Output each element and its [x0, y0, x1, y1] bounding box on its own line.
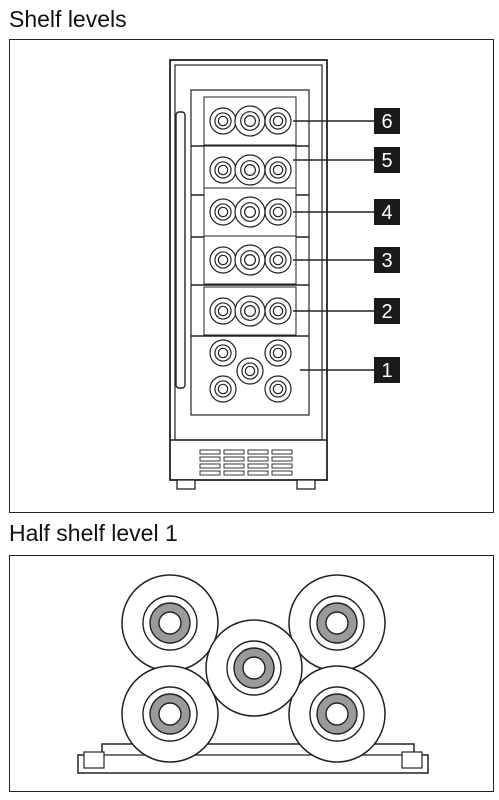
bottle-cork: [244, 114, 257, 127]
shelf-row-half: [209, 339, 292, 403]
vent-slot: [271, 449, 293, 455]
big-bottle-cork: [158, 611, 182, 635]
big-bottle: [288, 665, 386, 763]
big-bottle: [205, 619, 303, 717]
shelf-rail: [77, 743, 429, 774]
vent-slot: [223, 449, 245, 455]
bottle-cork: [217, 383, 229, 395]
shelf-rail-right-end: [401, 751, 423, 769]
bottle-cork: [244, 305, 257, 318]
big-bottle-cork: [325, 702, 349, 726]
vent-slot: [271, 463, 293, 469]
shelf-levels-heading: Shelf levels: [9, 6, 127, 32]
wine-fridge-diagram: 6 5 4 3 2 1: [169, 59, 400, 490]
bottle-cork: [217, 305, 229, 317]
label-box: [374, 199, 400, 225]
bottle-cork: [272, 115, 284, 127]
bottle-cork: [272, 206, 284, 218]
label-number: 2: [381, 301, 392, 323]
bottle-cork: [272, 347, 284, 359]
shelf-label: 1: [300, 357, 400, 383]
big-bottle: [121, 665, 219, 763]
vent-grille: [199, 449, 293, 476]
vent-slot: [223, 470, 245, 476]
bottle-cork: [217, 164, 229, 176]
shelf-label-group: 6 5 4 3 2 1: [293, 108, 400, 383]
bottle-cork: [244, 163, 257, 176]
shelf-label: 2: [293, 298, 400, 324]
bottle-cork: [272, 164, 284, 176]
bottle-cork: [217, 115, 229, 127]
bottle-cork: [217, 206, 229, 218]
bottle-cork: [244, 206, 257, 219]
shelf-row: [191, 235, 309, 286]
shelf-label: 5: [293, 147, 400, 173]
vent-slot: [247, 463, 269, 469]
shelf-label: 4: [293, 199, 400, 225]
big-bottle-cork: [325, 611, 349, 635]
half-shelf-diagram: [77, 574, 429, 774]
vent-slot: [247, 456, 269, 462]
label-box: [374, 108, 400, 134]
label-number: 3: [381, 250, 392, 272]
vent-slot: [199, 470, 221, 476]
half-shelf-bottles: [121, 574, 386, 763]
label-box: [374, 247, 400, 273]
left-foot: [176, 479, 196, 490]
shelf-label: 3: [293, 247, 400, 273]
label-box: [374, 298, 400, 324]
vent-slot: [199, 449, 221, 455]
shelf-row: [191, 96, 309, 147]
vent-slot: [271, 470, 293, 476]
half-shelf-panel: [9, 555, 494, 792]
shelf-levels-panel: 6 5 4 3 2 1: [9, 39, 494, 513]
shelf-group: [191, 96, 309, 403]
label-number: 6: [381, 111, 392, 133]
shelf-rail-left-end: [83, 751, 105, 769]
shelf-label: 6: [293, 108, 400, 134]
big-bottle-cork: [158, 702, 182, 726]
label-number: 4: [381, 202, 392, 224]
bottle-cork: [272, 305, 284, 317]
shelf-row: [191, 187, 309, 238]
label-number: 1: [381, 360, 392, 382]
vent-slot: [247, 449, 269, 455]
right-foot: [296, 479, 316, 490]
big-bottle-cork: [242, 656, 266, 680]
vent-slot: [199, 463, 221, 469]
bottle-cork: [217, 347, 229, 359]
big-bottle: [288, 574, 386, 672]
vent-slot: [247, 470, 269, 476]
vent-slot: [199, 456, 221, 462]
door-handle: [175, 111, 186, 389]
bottle-cork: [217, 254, 229, 266]
vent-slot: [271, 456, 293, 462]
bottle-cork: [244, 254, 257, 267]
label-number: 5: [381, 150, 392, 172]
vent-slot: [223, 463, 245, 469]
bottle-cork: [272, 383, 284, 395]
label-box: [374, 147, 400, 173]
shelf-row: [191, 286, 309, 337]
vent-slot: [223, 456, 245, 462]
bottle-cork: [244, 365, 256, 377]
bottle-cork: [272, 254, 284, 266]
label-box: [374, 357, 400, 383]
big-bottle: [121, 574, 219, 672]
half-shelf-heading: Half shelf level 1: [9, 520, 178, 546]
